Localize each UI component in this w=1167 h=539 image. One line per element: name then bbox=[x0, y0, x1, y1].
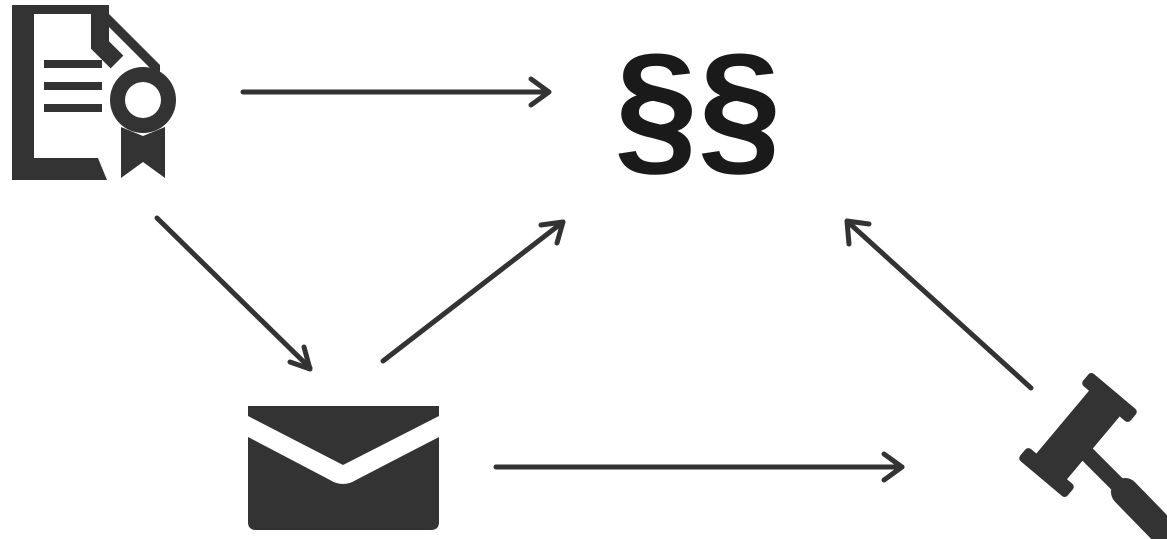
arrowhead-icon bbox=[844, 218, 872, 247]
certificate-document-icon bbox=[12, 5, 176, 180]
arrowhead-icon bbox=[287, 344, 313, 372]
edge-mail-to-court bbox=[493, 451, 905, 483]
edge-mail-to-law bbox=[380, 219, 566, 364]
gavel-icon bbox=[1019, 373, 1167, 539]
arrowhead-icon bbox=[881, 451, 905, 483]
arrowhead-icon bbox=[538, 219, 566, 246]
arrowhead-icon bbox=[528, 76, 552, 108]
section-sign-icon: §§ bbox=[615, 22, 782, 190]
edge-certificate-to-law bbox=[240, 76, 552, 108]
edge-court-to-law bbox=[844, 218, 1034, 391]
envelope-icon bbox=[248, 406, 439, 530]
edge-certificate-to-mail bbox=[154, 215, 313, 372]
